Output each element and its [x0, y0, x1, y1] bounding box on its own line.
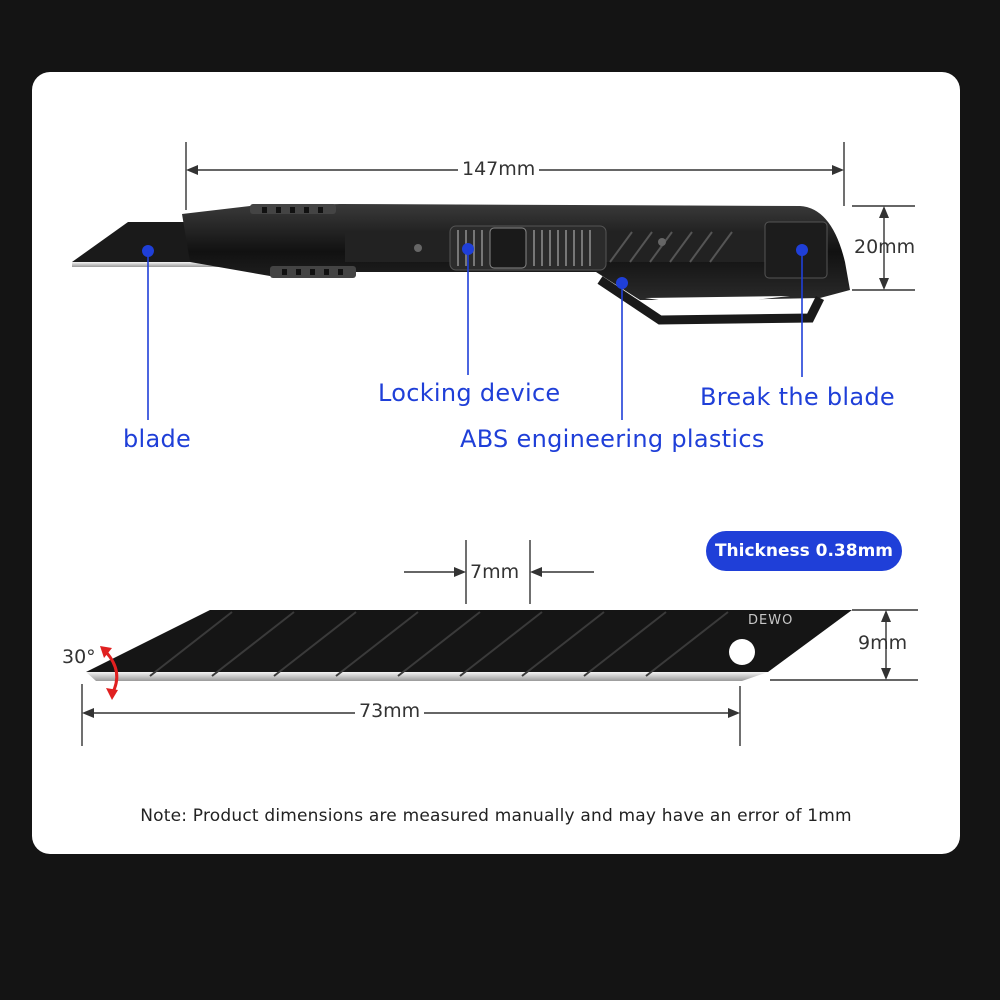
- top-grip: [250, 204, 336, 214]
- height-dimension: [852, 205, 915, 291]
- blade-height-dimension: [770, 609, 918, 681]
- blade-length-label: 73mm: [355, 700, 425, 722]
- length-label: 147mm: [458, 158, 540, 180]
- angle-arrow: [100, 646, 119, 700]
- blade-height-label: 9mm: [858, 632, 908, 654]
- callouts: [142, 243, 808, 420]
- height-label: 20mm: [854, 236, 916, 258]
- brand-mark: DEWO: [748, 613, 794, 628]
- snap-blade: [86, 610, 852, 681]
- bottom-grip: [270, 266, 356, 278]
- segment-dimension: [404, 540, 594, 604]
- callout-abs-plastics: ABS engineering plastics: [460, 425, 765, 453]
- callout-break-blade: Break the blade: [700, 383, 895, 411]
- callout-locking-device: Locking device: [378, 379, 561, 407]
- blade-hole: [729, 639, 755, 665]
- measurement-note: Note: Product dimensions are measured ma…: [140, 806, 852, 826]
- handle-loop: [597, 276, 825, 325]
- snap-lines: [149, 611, 729, 677]
- segment-width-label: 7mm: [470, 561, 520, 583]
- angle-label: 30°: [62, 646, 96, 668]
- thickness-badge: Thickness 0.38mm: [706, 531, 902, 571]
- callout-blade: blade: [123, 425, 192, 453]
- utility-knife: [72, 204, 850, 325]
- locking-slider: [449, 225, 607, 271]
